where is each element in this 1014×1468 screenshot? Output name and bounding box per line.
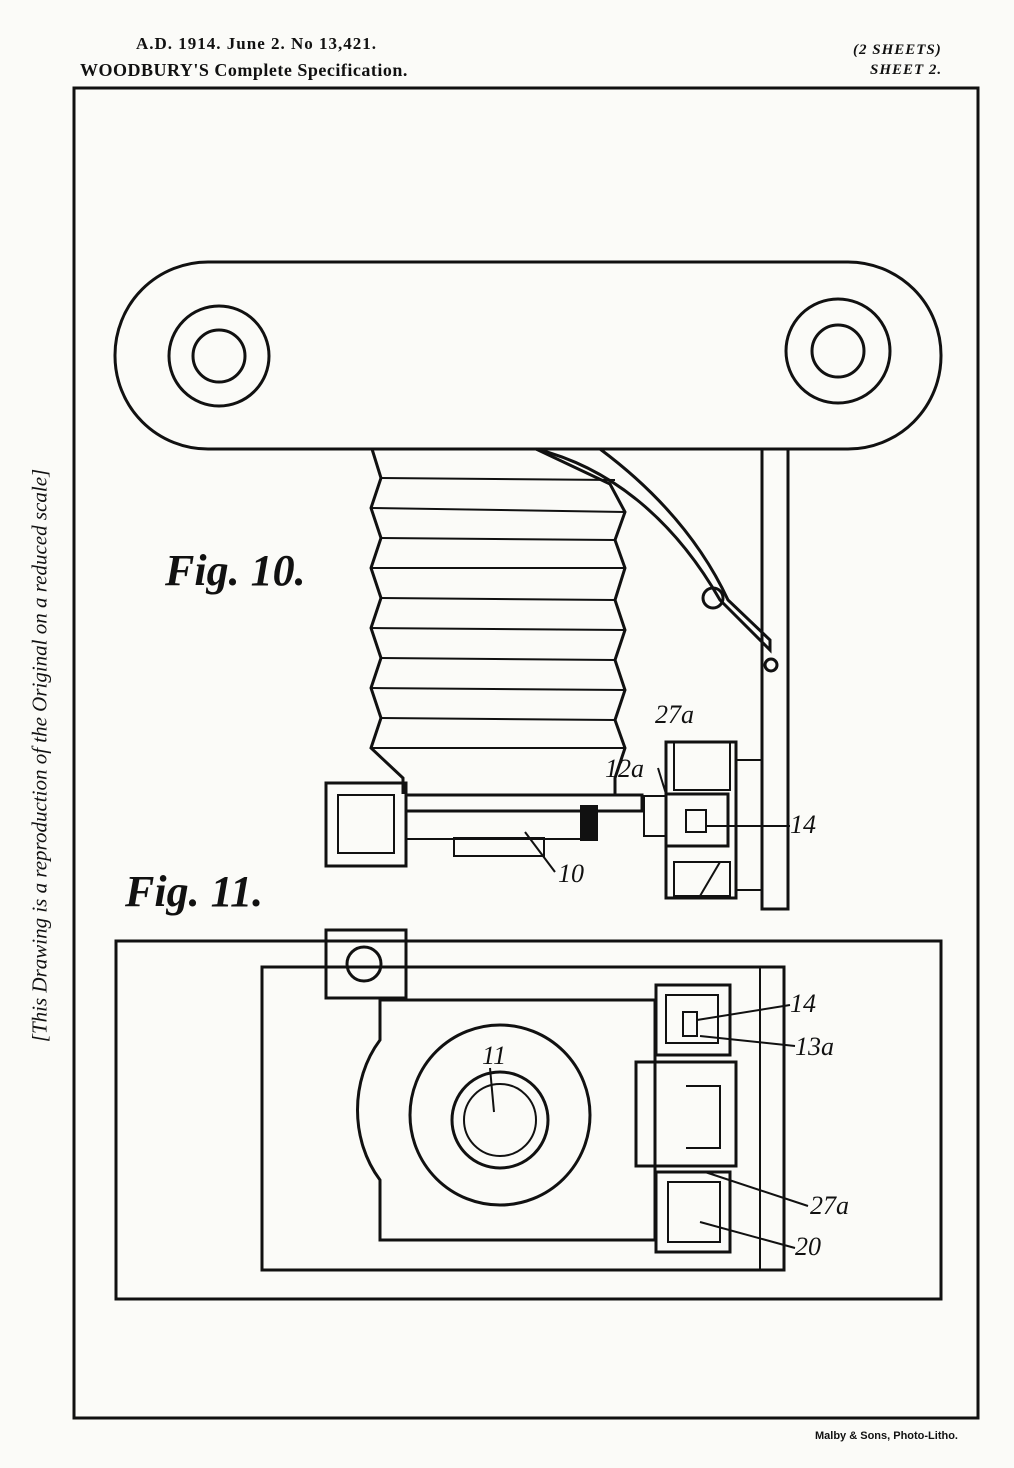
fig11-ref-27a: 27a [810,1191,849,1220]
fig10-top-bar [113,260,943,451]
fig11-finder [324,928,408,1000]
fig11-ref-20: 20 [795,1232,821,1261]
figure-11: 14 13a 11 27a 20 Fig. 11. [114,867,943,1301]
fig11-shutter-top [654,983,732,1057]
fig10-right-roll-outer [784,297,892,405]
fig11-outer-frame [114,939,943,1301]
fig10-shutter-box [664,740,738,900]
fig10-left-roll-outer [167,304,271,408]
header-line-2: WOODBURY'S Complete Specification. [80,60,408,80]
fig11-lens-board [356,998,657,1242]
fig10-ref-14: 14 [790,810,816,839]
fig10-ref-27a: 27a [655,700,694,729]
fig10-label: Fig. 10. [164,546,306,595]
fig10-ref-12a: 12a [605,754,644,783]
fig11-shutter-mid [634,1060,738,1168]
fig10-ref-10: 10 [558,859,584,888]
fig11-ref-14: 14 [790,989,816,1018]
sheets-count: (2 SHEETS) [853,42,942,58]
fig10-rail [404,793,644,813]
fig11-lens-ring [408,1023,592,1207]
header-line-1: A.D. 1914. June 2. No 13,421. [136,34,378,53]
sheet-number: SHEET 2. [870,62,943,78]
fig11-ref-11: 11 [482,1041,506,1070]
drawing-border [72,86,980,1420]
fig10-strut [535,447,772,654]
fig10-vertical-bar [760,447,790,911]
fig10-bellows [369,447,627,794]
fig11-shutter-bottom [654,1170,732,1254]
fig10-right-roll-inner [810,323,866,379]
fig10-left-roll-inner [191,328,247,384]
printer-credit: Malby & Sons, Photo-Litho. [815,1430,958,1442]
fig11-ref-13a: 13a [795,1032,834,1061]
fig11-label: Fig. 11. [124,867,263,916]
figure-10: Fig. 10. 27a 12a 14 10 [113,260,943,911]
